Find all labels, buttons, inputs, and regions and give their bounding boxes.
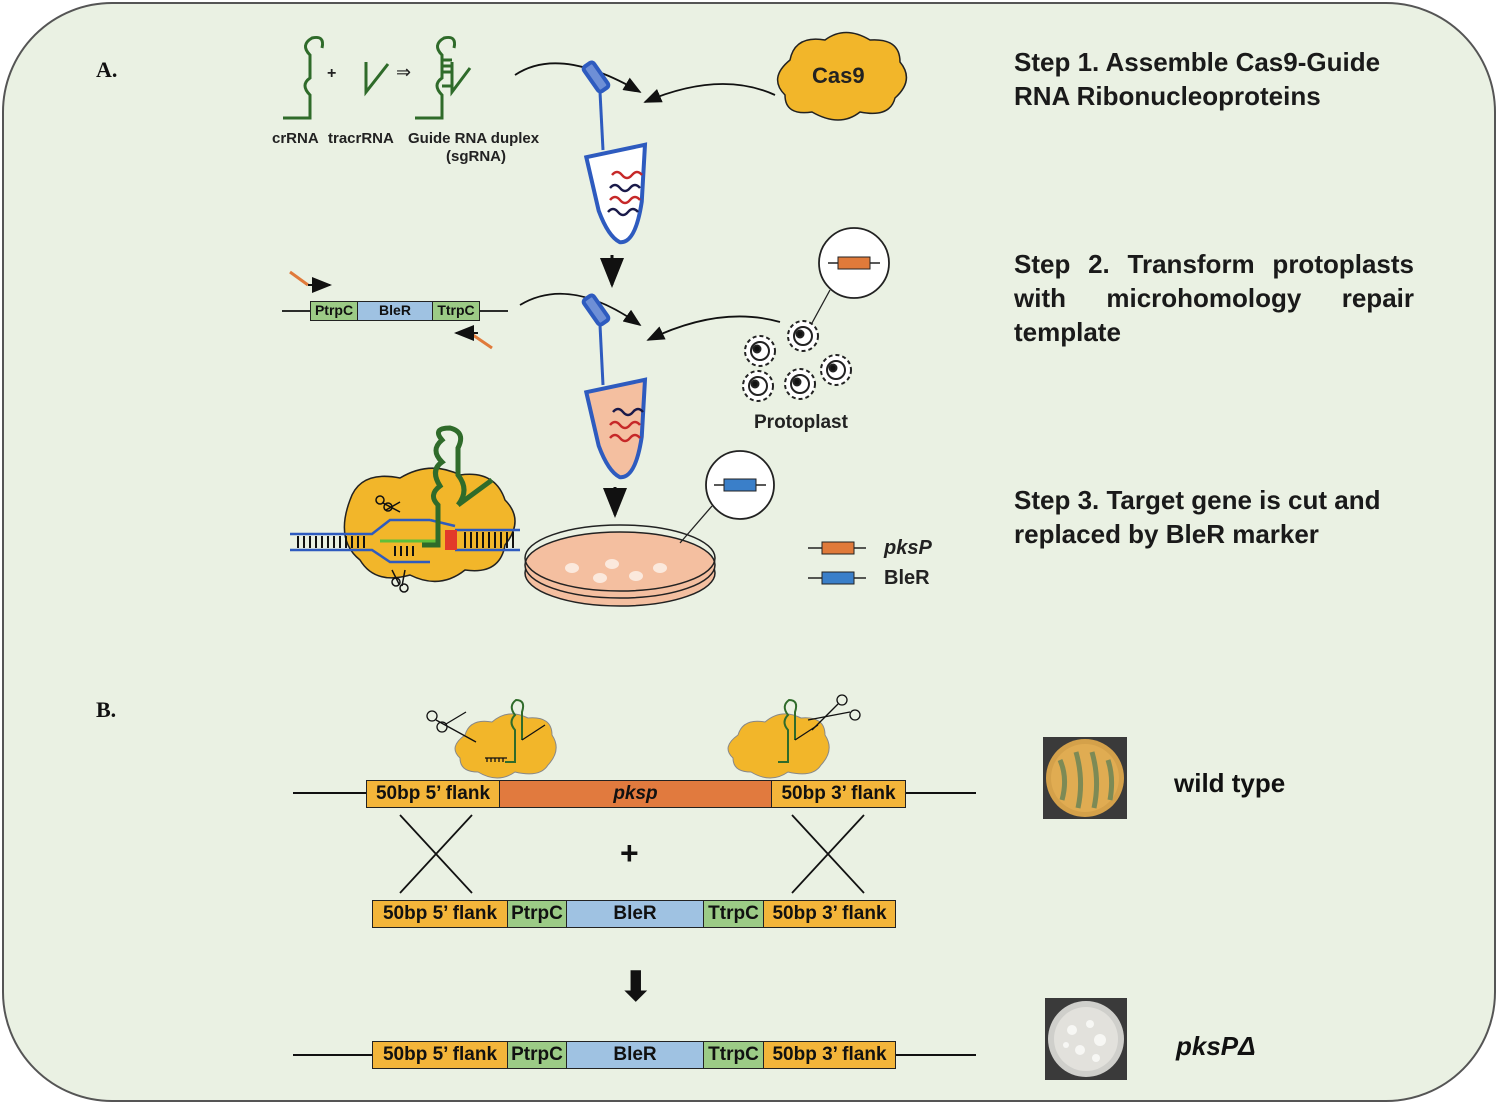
template-ptrpc: PtrpC	[507, 900, 567, 928]
dna-strand	[290, 518, 520, 564]
step-1-text: Step 1. Assemble Cas9-Guide RNA Ribonucl…	[1014, 47, 1381, 111]
sgrna-on-dna	[422, 425, 494, 548]
sgrna-label: (sgRNA)	[446, 148, 506, 165]
wild-type-label: wild type	[1174, 768, 1286, 798]
scissors-icon-b	[426, 694, 861, 743]
mutant-flank3: 50bp 3’ flank	[763, 1041, 896, 1069]
yields-arrow: ⇒	[396, 62, 412, 82]
cas9-cloud-b-left	[454, 713, 557, 779]
wt-flank5: 50bp 5’ flank	[366, 780, 500, 808]
down-arrow-b: ⬇	[619, 965, 653, 1009]
construct-a-ptrpc: PtrpC	[310, 301, 358, 321]
cas9-cloud	[776, 31, 908, 121]
arrow-rna-to-tube	[514, 62, 642, 93]
wild-type-plate	[1043, 737, 1127, 819]
plus-sign: +	[327, 65, 337, 82]
scissors-icon-a	[375, 495, 409, 593]
mutant-flank5: 50bp 5’ flank	[372, 1041, 508, 1069]
tracrrna-label: tracrRNA	[328, 130, 394, 147]
crossover-marks	[399, 814, 865, 894]
construct-a-bler: BleR	[357, 301, 433, 321]
crrna-label: crRNA	[272, 130, 319, 147]
tracrrna-glyph	[364, 62, 390, 97]
template-ttrpc: TtrpC	[703, 900, 764, 928]
mutant-plate	[1045, 998, 1127, 1080]
mutant-bler: BleR	[566, 1041, 704, 1069]
cas9-complex	[343, 467, 516, 583]
crrna-glyph	[283, 36, 324, 120]
legend-bler-label: BleR	[884, 567, 930, 589]
panel-label-b: B.	[96, 697, 117, 722]
construct-a-ttrpc: TtrpC	[432, 301, 480, 321]
protoplast-label: Protoplast	[754, 412, 848, 433]
template-bler: BleR	[566, 900, 704, 928]
template-flank3: 50bp 3’ flank	[763, 900, 896, 928]
tube-2	[581, 293, 648, 480]
mutant-ttrpc: TtrpC	[703, 1041, 764, 1069]
plus-sign-b: +	[620, 835, 639, 871]
legend-glyphs	[808, 541, 866, 585]
panel-label-a: A.	[96, 57, 118, 82]
cas9-label: Cas9	[812, 63, 865, 88]
template-flank5: 50bp 5’ flank	[372, 900, 508, 928]
tube-1	[581, 60, 648, 245]
arrow-construct-to-tube	[519, 292, 642, 327]
protoplast-cells	[742, 320, 852, 402]
arrow-cas9-to-tube	[643, 83, 776, 103]
step-3-text: Step 3. Target gene is cut and replaced …	[1014, 485, 1381, 549]
mutant-label: pksPΔ	[1176, 1031, 1256, 1061]
cas9-cloud-b-right	[727, 713, 830, 779]
legend-pksp-label: pksP	[884, 537, 932, 559]
step-2-text: Step 2. Transform protoplasts with micro…	[1014, 249, 1414, 347]
wt-gene-pksp: pksp	[499, 780, 772, 808]
petri-dish	[524, 524, 716, 607]
sgrna-glyph	[415, 36, 472, 120]
wt-flank3: 50bp 3’ flank	[771, 780, 906, 808]
arrow-protoplast-to-tube	[646, 315, 781, 341]
mutant-ptrpc: PtrpC	[507, 1041, 567, 1069]
guide-rna-label: Guide RNA duplex	[408, 130, 540, 147]
